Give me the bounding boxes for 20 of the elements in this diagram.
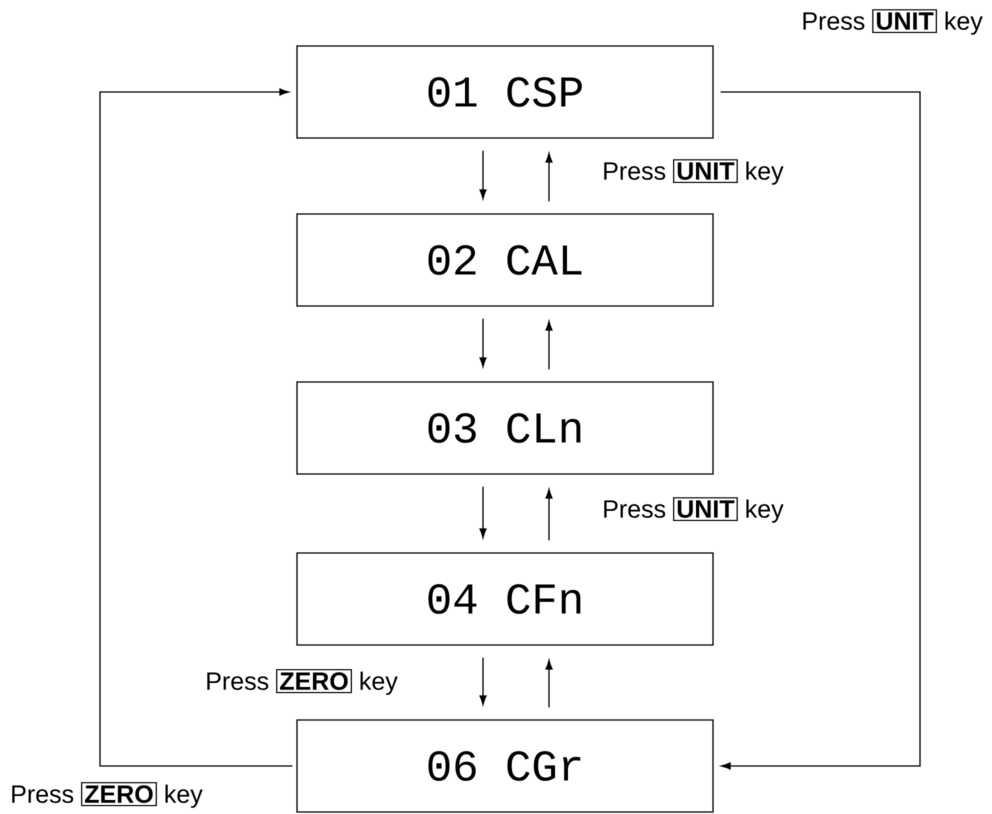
display-box: 06 CGr (296, 719, 714, 813)
arrow (545, 489, 553, 540)
arrow (545, 321, 553, 370)
arrow (479, 658, 487, 705)
edge-label: Press UNIT key (600, 495, 786, 525)
edge-label: Press UNIT key (799, 7, 985, 37)
edge-label: Press ZERO key (203, 667, 400, 697)
arrow (720, 91, 921, 770)
edge-label: Press UNIT key (600, 157, 786, 187)
arrow (545, 660, 553, 708)
display-box: 03 CLn (296, 381, 714, 475)
arrow (479, 486, 487, 538)
arrow (479, 318, 487, 367)
display-box: 01 CSP (296, 45, 714, 139)
edge-label: Press ZERO key (8, 780, 205, 810)
display-box: 02 CAL (296, 213, 714, 307)
display-box: 04 CFn (296, 552, 714, 646)
arrow (479, 150, 487, 200)
arrow (545, 153, 553, 202)
arrow (99, 88, 292, 767)
